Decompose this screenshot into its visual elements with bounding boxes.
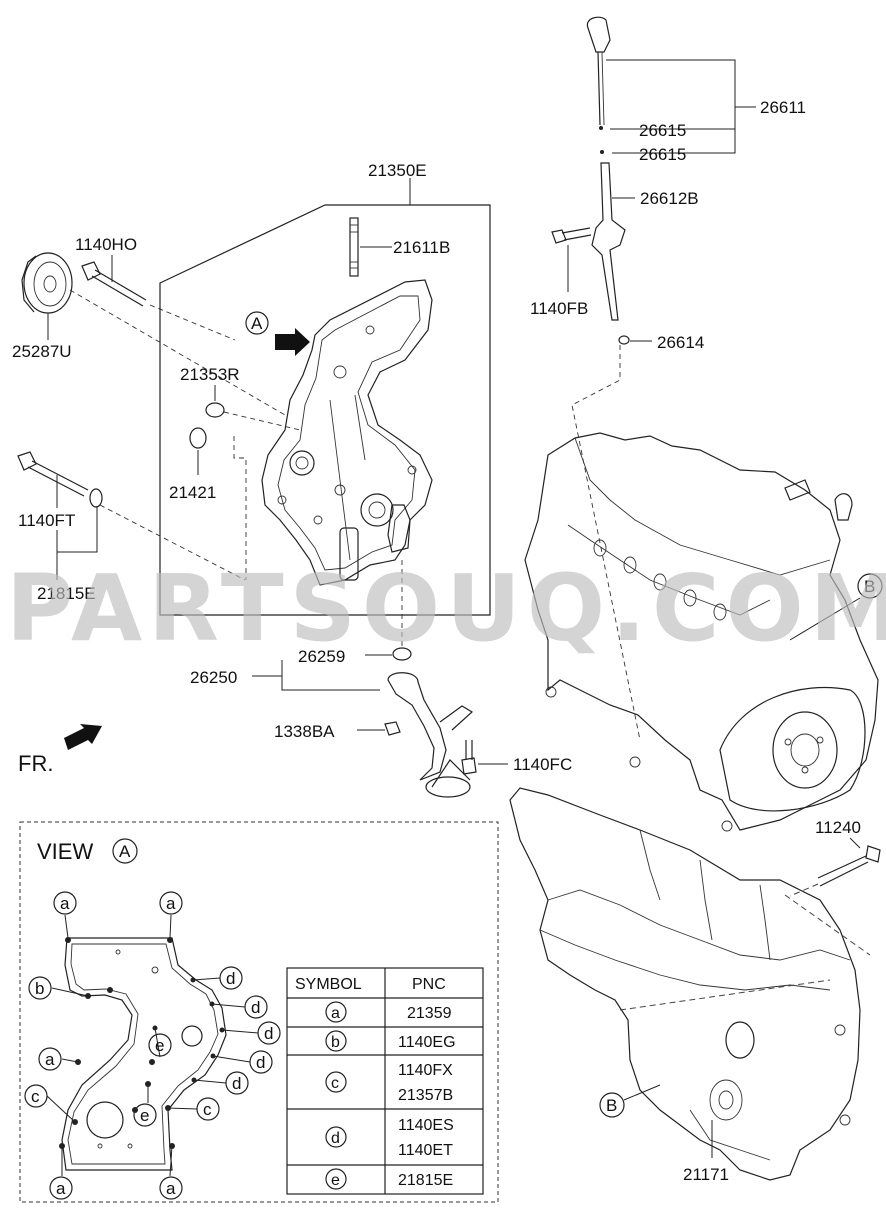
oil-strainer-26250 [252, 560, 474, 798]
label-1140FC: 1140FC [513, 755, 572, 774]
label-26614: 26614 [657, 333, 704, 352]
nut-1338BA [357, 721, 401, 736]
engine-block [524, 432, 883, 832]
label-26612B: 26612B [640, 189, 699, 208]
timing-chain-cover [261, 279, 433, 586]
label-26250: 26250 [190, 668, 237, 687]
view-ref-letter: A [119, 842, 131, 861]
label-11240: 11240 [815, 818, 861, 837]
symbol-c: c [203, 1100, 212, 1119]
symbol-a: a [166, 894, 176, 913]
label-21171: 21171 [683, 1165, 729, 1184]
label-26611: 26611 [760, 98, 806, 117]
bolt-1140HO [69, 255, 286, 416]
label-21353R: 21353R [180, 365, 240, 384]
table-row-symbol: b [331, 1034, 340, 1051]
marker-b-letter-lower: B [606, 1096, 617, 1115]
label-21350E: 21350E [368, 161, 427, 180]
table-header-symbol: SYMBOL [295, 976, 362, 993]
symbol-d: d [251, 998, 260, 1017]
view-a-inset [19, 821, 499, 1203]
label-1140HO: 1140HO [75, 235, 137, 254]
symbol-d: d [232, 1074, 241, 1093]
symbol-e: e [155, 1036, 164, 1055]
bolt-1140FT [17, 451, 246, 581]
symbol-e: e [140, 1106, 149, 1125]
bolt-1140FB [551, 227, 592, 292]
table-row-pnc: 1140EG [398, 1034, 456, 1051]
table-row-symbol: d [331, 1130, 340, 1147]
table-row-symbol: a [331, 1005, 340, 1022]
label-21611B: 21611B [393, 238, 450, 257]
table-row-pnc: 21357B [398, 1087, 453, 1104]
symbol-d: d [226, 969, 235, 988]
dipstick-assembly [571, 16, 756, 741]
label-21815E: 21815E [37, 584, 96, 603]
stud-21611B [349, 217, 392, 277]
symbol-a: a [166, 1179, 176, 1198]
symbol-c: c [31, 1087, 40, 1106]
bolt-11240 [789, 837, 881, 897]
symbol-b: b [35, 979, 44, 998]
table-row-symbol: c [331, 1075, 339, 1092]
front-direction-label: FR. [18, 751, 53, 776]
callout-labels: 21350E 21611B 1140HO 25287U 21353R 21421… [12, 98, 875, 1184]
assembly-frame-21350E [159, 178, 491, 616]
table-row-pnc: 21815E [398, 1172, 453, 1189]
seal-21353R [205, 385, 301, 431]
watermark: PARTSOUQ.COM [6, 555, 886, 662]
table-row-pnc: 21359 [407, 1005, 452, 1022]
idler-pulley-25287U [21, 252, 73, 340]
marker-a-letter: A [251, 314, 263, 333]
symbol-d: d [264, 1024, 273, 1043]
view-a-marker [245, 311, 310, 356]
label-26615-upper: 26615 [639, 121, 686, 140]
view-a-labels: VIEW A a a b a c a a c d d d d d e e [31, 839, 273, 1198]
label-26259: 26259 [298, 647, 345, 666]
bolt-1140FC [461, 740, 508, 775]
label-1140FT: 1140FT [18, 511, 75, 530]
symbol-d: d [256, 1053, 265, 1072]
label-25287U: 25287U [12, 342, 72, 361]
table-row-pnc: 1140ES [398, 1117, 454, 1134]
table-header-pnc: PNC [412, 976, 446, 993]
symbol-table-text: SYMBOL PNC a 21359 b 1140EG c 1140FX 213… [295, 976, 456, 1189]
table-row-pnc: 1140FX [398, 1062, 453, 1079]
symbol-a: a [60, 894, 70, 913]
seal-21421 [189, 427, 247, 580]
symbol-a: a [56, 1179, 66, 1198]
front-direction-arrow [64, 724, 102, 750]
label-21421: 21421 [169, 483, 216, 502]
table-row-pnc: 1140ET [398, 1142, 453, 1159]
label-1140FB: 1140FB [530, 299, 588, 318]
symbol-a: a [45, 1050, 55, 1069]
table-row-symbol: e [331, 1172, 340, 1189]
symbol-table [286, 967, 484, 1195]
oil-pan-21171 [509, 787, 871, 1181]
marker-b-letter-upper: B [864, 577, 875, 596]
label-1338BA: 1338BA [274, 722, 335, 741]
view-title: VIEW [37, 839, 93, 864]
label-26615-lower: 26615 [639, 145, 686, 164]
